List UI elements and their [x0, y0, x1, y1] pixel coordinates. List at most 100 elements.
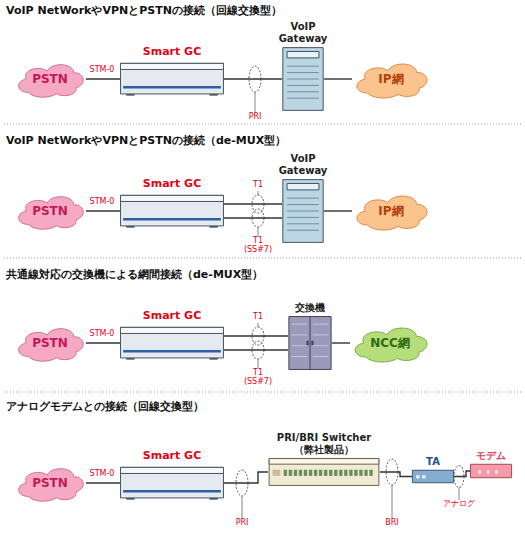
section-title: VoIP NetWorkやVPNとPSTNの接続（de-MUX型）: [6, 133, 286, 148]
switcher-port: [309, 470, 312, 476]
leader-line: [242, 496, 243, 518]
bundle-ellipse: [249, 66, 261, 92]
leader-line: [258, 227, 259, 236]
unit-foot: [209, 226, 217, 228]
ta-body: [412, 470, 453, 482]
pstn-cloud: PSTN: [14, 322, 86, 364]
network-name: PSTN: [14, 322, 86, 364]
pstn-cloud: PSTN: [14, 462, 86, 504]
cabinet-body: [289, 317, 331, 370]
bundle-ellipse: [386, 459, 398, 485]
server-slot: [287, 223, 319, 224]
pstn-cloud: PSTN: [14, 58, 86, 100]
unit-stripe: [123, 490, 221, 493]
server-slot: [287, 79, 319, 80]
line-label: STM-0: [86, 330, 118, 339]
wire-connector: [224, 217, 282, 218]
modem-device-shape: [470, 464, 512, 478]
unit-stripe: [123, 218, 221, 221]
wire-connector: [224, 78, 282, 79]
leader-line: [258, 323, 259, 327]
bundle-ellipse: [454, 466, 464, 488]
smart-gc-unit: Smart GC: [120, 466, 224, 500]
pri-bri-switcher: PRI/BRI Switcher （弊社製品）: [268, 458, 380, 486]
switcher-port: [319, 470, 322, 476]
wire-connector: [86, 342, 120, 343]
unit-foot: [209, 498, 217, 500]
line-label: BRI: [377, 519, 407, 528]
unit-body: [121, 327, 224, 358]
cabinet-line: [313, 324, 329, 325]
line-label: PRI: [240, 113, 270, 122]
cabinet-line: [292, 324, 308, 325]
switcher-port: [329, 470, 332, 476]
switcher-port: [344, 470, 347, 476]
separator-line: [4, 392, 521, 393]
server-panel: [287, 183, 319, 189]
network-name: IP網: [352, 57, 430, 101]
server-slot: [287, 98, 319, 99]
switcher-top: [269, 459, 379, 465]
device-label: 交換機: [280, 302, 340, 314]
cabinet-line: [292, 345, 308, 346]
switcher-port: [354, 470, 357, 476]
server-body: [283, 180, 323, 243]
smart-gc-unit-shape: [120, 466, 224, 500]
separator-line: [4, 124, 521, 125]
ip-network-cloud: IP網: [352, 57, 430, 101]
unit-foot: [126, 94, 134, 96]
cabinet-line: [292, 334, 308, 335]
smart-gc-unit-shape: [120, 326, 224, 360]
unit-top: [121, 195, 224, 201]
cabinet-line: [313, 356, 329, 357]
device-label: モデム: [466, 450, 516, 462]
network-name: PSTN: [14, 58, 86, 100]
wire-connector: [324, 78, 352, 79]
unit-stripe: [123, 86, 221, 89]
server-slot: [287, 66, 319, 67]
wire-connector: [324, 210, 352, 211]
unit-stripe: [123, 350, 221, 353]
ta-lamp: [422, 475, 425, 478]
network-name: NCC網: [350, 321, 430, 365]
section-title: 共通線対応の交換機による網間接続（de-MUX型）: [6, 267, 263, 282]
unit-body: [121, 467, 224, 498]
unit-top: [121, 63, 224, 69]
network-name: PSTN: [14, 190, 86, 232]
device-label: VoIP Gateway: [274, 153, 332, 176]
terminal-adapter-shape: [412, 470, 454, 483]
voip-gateway-shape: [282, 179, 324, 243]
section-title: アナログモデムとの接続（回線交換型）: [6, 399, 204, 414]
bundle-ellipse: [252, 195, 264, 213]
bundle-ellipse: [252, 209, 264, 227]
switcher-port: [339, 470, 342, 476]
switcher-port: [289, 470, 292, 476]
unit-foot: [126, 358, 134, 360]
switcher-port: [359, 470, 362, 476]
device-label: Smart GC: [122, 46, 222, 59]
line-label: STM-0: [86, 66, 118, 75]
bundle-ellipses: [236, 66, 464, 496]
server-slot: [287, 85, 319, 86]
switcher-panel: [272, 470, 280, 476]
bundle-ellipse: [252, 327, 264, 345]
wire-connector: [454, 471, 470, 477]
cabinet-handle: [306, 341, 308, 345]
line-label: T1 (SS#7): [241, 237, 275, 255]
leader-line: [258, 191, 259, 195]
server-slot: [287, 198, 319, 199]
unit-foot: [209, 358, 217, 360]
exchange-switch: 交換機: [288, 316, 332, 370]
switcher-port: [284, 470, 287, 476]
modem-lamp: [487, 470, 490, 474]
voip-gateway: VoIP Gateway: [282, 179, 324, 243]
ip-network-cloud: IP網: [352, 189, 430, 233]
server-panel: [287, 51, 319, 57]
smart-gc-unit: Smart GC: [120, 326, 224, 360]
unit-foot: [126, 226, 134, 228]
switcher-port: [324, 470, 327, 476]
wire-connector: [86, 210, 120, 211]
leader-line: [392, 485, 393, 518]
device-label: Smart GC: [122, 450, 222, 463]
